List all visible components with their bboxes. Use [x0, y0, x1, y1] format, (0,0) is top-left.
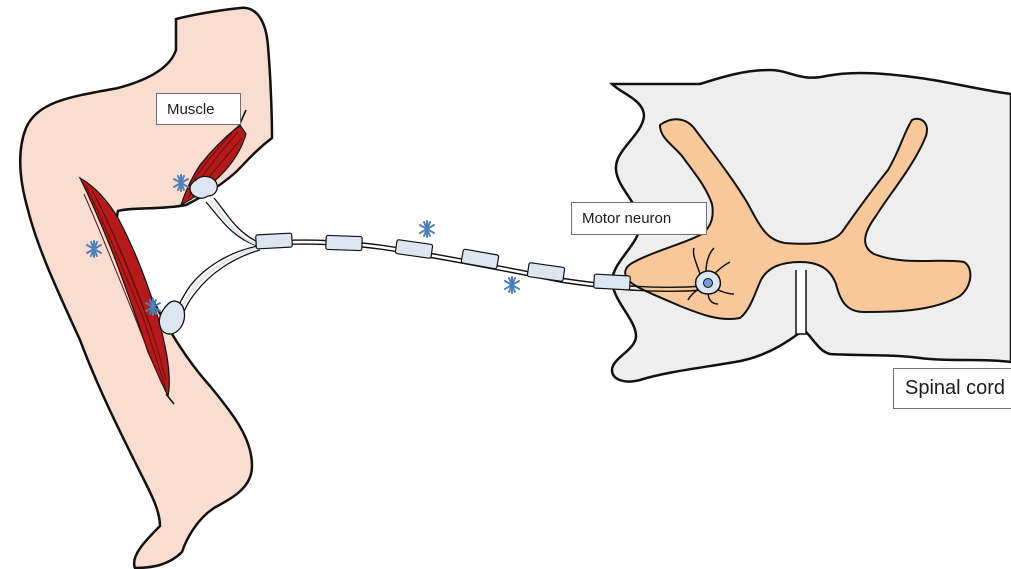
motor-neuron-label: Motor neuron [571, 202, 707, 235]
axon-branches [176, 198, 260, 318]
motor-neuron-nucleus [704, 279, 713, 288]
asterisk-icon [420, 221, 434, 237]
myelin-sheath-segments [256, 233, 631, 290]
lower-neuromuscular-junction [159, 301, 184, 334]
muscle-label-text: Muscle [167, 101, 215, 118]
spinal-cord-median-fissure [796, 270, 806, 334]
asterisk-icon [505, 277, 519, 293]
motor-neuron-label-text: Motor neuron [582, 210, 671, 227]
muscle-label: Muscle [156, 93, 241, 125]
spinal-cord-label: Spinal cord [893, 368, 1011, 409]
spinal-cord-label-text: Spinal cord [905, 377, 1005, 400]
